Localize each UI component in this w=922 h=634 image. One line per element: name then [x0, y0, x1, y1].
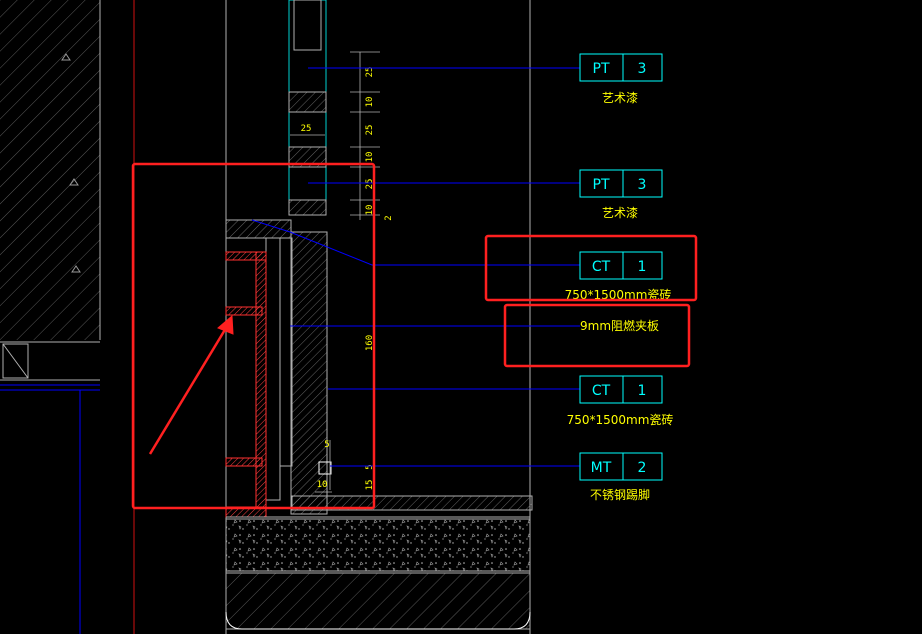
dim-10-bottom: 10: [317, 480, 328, 490]
red-annotations: [131, 162, 698, 510]
tag-code: MT: [591, 460, 612, 476]
tag-note: 不锈钢踢脚: [590, 487, 650, 502]
tag-code: PT: [593, 177, 610, 193]
tag-note: 750*1500mm瓷砖: [567, 412, 674, 427]
arrow-head: [217, 314, 234, 335]
pointer-arrow: [148, 327, 228, 455]
dim-10-c: 10: [365, 205, 375, 216]
dim-2: 2: [384, 215, 394, 220]
tag-note: 750*1500mm瓷砖: [565, 287, 672, 302]
left-wall-section: [0, 0, 101, 634]
paint-column: [288, 0, 327, 216]
floor-slab: [225, 516, 531, 630]
dimension-chain: 25 10 25 25 10 25 10 2 160 5 10 15 5: [290, 51, 394, 493]
dim-25-c: 25: [365, 179, 375, 190]
dim-25-horizontal: 25: [301, 124, 312, 134]
dim-10-b: 10: [365, 152, 375, 163]
plywood-note: 9mm阻燃夹板: [580, 318, 659, 333]
tag-code: CT: [592, 259, 611, 275]
dim-5-b: 5: [365, 464, 375, 469]
tag-note: 艺术漆: [602, 91, 638, 105]
tag-number: 3: [638, 61, 647, 77]
highlight-box-tile-tag: [484, 234, 698, 302]
tag-code: PT: [593, 61, 610, 77]
dim-15: 15: [365, 480, 375, 491]
tag-pt3-b: PT 3 艺术漆: [579, 169, 663, 220]
tag-mt2: MT 2 不锈钢踢脚: [579, 452, 663, 502]
tag-number: 3: [638, 177, 647, 193]
highlight-box-plywood-note: [503, 303, 691, 368]
tag-number: 1: [638, 383, 647, 399]
dim-160: 160: [365, 335, 375, 351]
leader-lines: [251, 67, 580, 467]
dim-25-b: 25: [365, 125, 375, 136]
dim-5-a: 5: [324, 440, 329, 450]
plain-note-plywood: 9mm阻燃夹板: [580, 318, 659, 333]
tag-ct1-b: CT 1 750*1500mm瓷砖: [567, 375, 674, 427]
highlight-box-detail: [131, 162, 376, 510]
tag-number: 1: [638, 259, 647, 275]
tag-pt3-a: PT 3 艺术漆: [579, 53, 663, 105]
tag-number: 2: [638, 460, 647, 476]
dim-10-a: 10: [365, 97, 375, 108]
tag-ct1-a: CT 1 750*1500mm瓷砖: [565, 251, 672, 302]
dim-25-a: 25: [365, 67, 375, 78]
tag-note: 艺术漆: [602, 206, 638, 220]
tile-wall-section: [225, 219, 533, 518]
tag-code: CT: [592, 383, 611, 399]
